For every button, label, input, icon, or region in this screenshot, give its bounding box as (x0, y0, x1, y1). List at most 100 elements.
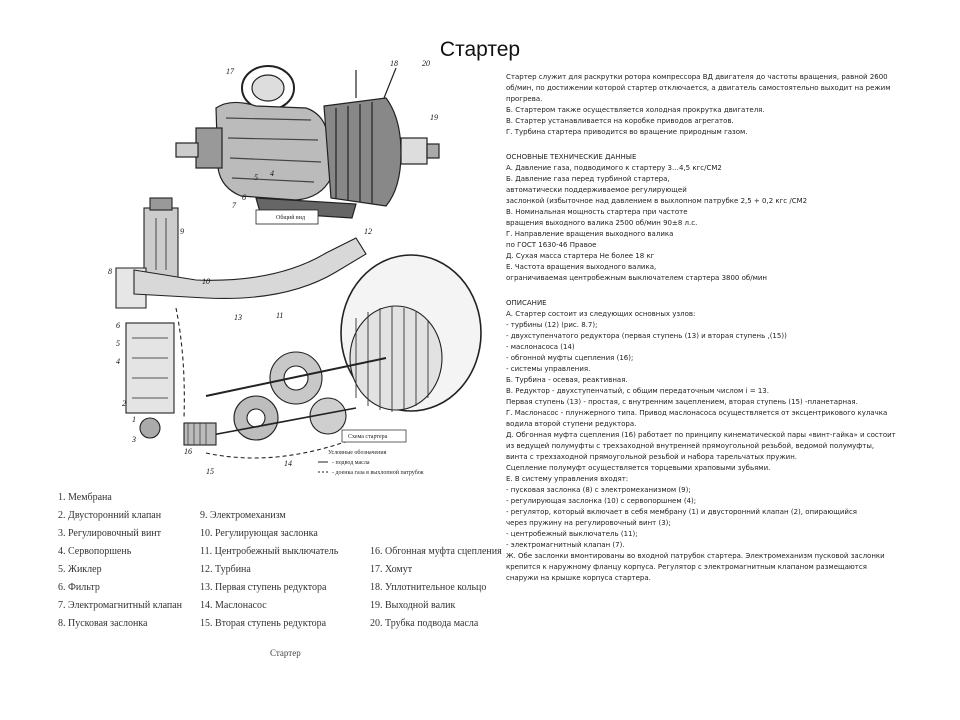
callout-7: 7 (232, 201, 237, 210)
legend-item: 12. Турбина (200, 564, 251, 575)
callout-8: 8 (108, 267, 112, 276)
description-line: крепится к наружному фланцу корпуса. Рег… (506, 563, 867, 571)
callout-11: 11 (276, 311, 283, 320)
starter-schematic-drawing (115, 197, 482, 459)
general-view-caption: Общий вид (276, 214, 305, 221)
description-line: А. Стартер состоит из следующих основных… (506, 310, 696, 318)
description-line: - центробежный выключатель (11); (506, 530, 638, 538)
legend-item: 3. Регулировочный винт (58, 528, 162, 539)
description-line: Е. В систему управления входят: (506, 475, 629, 483)
general-view-caption-box (255, 209, 319, 225)
description-line: - регулирующая заслонка (10) с сервопорш… (506, 497, 697, 505)
intro-line: Стартер служит для раскрутки ротора комп… (506, 73, 888, 81)
callout-19: 19 (430, 113, 438, 122)
description-line: Б. Турбина - осевая, реактивная. (506, 376, 628, 384)
legend-item: 10. Регулирующая заслонка (200, 528, 318, 539)
legend-item: 9. Электромеханизм (200, 510, 286, 521)
spec-line: Е. Частота вращения выходного валика, (506, 263, 657, 271)
description-line: - двухступенчатого редуктора (первая сту… (506, 332, 787, 340)
legend-gas: - доенка газа в выхлопной патрубок (332, 469, 424, 476)
description-column: Стартер служит для раскрутки ротора комп… (506, 72, 910, 584)
description-line: Сцепление полумуфт осуществляется торцев… (506, 464, 771, 472)
intro-line: Б. Стартером также осуществляется холодн… (506, 106, 765, 114)
specs-heading: ОСНОВНЫЕ ТЕХНИЧЕСКИЕ ДАННЫЕ (506, 153, 637, 161)
callout-13: 13 (234, 313, 242, 322)
callout-12: 12 (364, 227, 372, 236)
callout-5b: 5 (116, 339, 120, 348)
legend-item: 20. Трубка подвода масла (370, 618, 479, 629)
description-line: - пусковая заслонка (8) с электромеханиз… (506, 486, 691, 494)
starter-drawing: Общий вид 17 1 8 20 19 7 6 5 4 (56, 58, 502, 658)
specs-block: ОСНОВНЫЕ ТЕХНИЧЕСКИЕ ДАННЫЕ А. Давление … (506, 152, 910, 284)
legend-item: 15. Вторая ступень редуктора (200, 618, 327, 629)
description-line: Первая ступень (13) - простая, с внутрен… (506, 398, 858, 406)
description-heading: ОПИСАНИЕ (506, 299, 547, 307)
legend-item: 14. Маслонасос (200, 600, 267, 611)
description-line: В. Редуктор - двухступенчатый, с общим п… (506, 387, 769, 395)
spec-line: Д. Сухая масса стартера Не более 18 кг (506, 252, 655, 260)
callout-16: 16 (184, 447, 192, 456)
description-line: - обгонной муфты сцепления (16); (506, 354, 634, 362)
callout-17: 17 (226, 67, 235, 76)
starter-drawing-svg: Общий вид 17 1 8 20 19 7 6 5 4 (108, 59, 482, 476)
legend-item: 6. Фильтр (58, 582, 100, 593)
legend-item: 11. Центробежный выключатель (200, 546, 339, 557)
callout-5: 5 (254, 173, 258, 182)
legend-item: 1. Мембрана (58, 492, 112, 503)
callout-6: 6 (242, 193, 246, 202)
general-view-drawing (175, 65, 440, 219)
legend-item: 4. Сервопоршень (58, 546, 132, 557)
description-line: через пружину на регулировочный винт (3)… (506, 519, 671, 527)
spec-line: автоматически поддерживаемое регулирующе… (506, 186, 687, 194)
callout-9: 9 (180, 227, 184, 236)
spec-line: Г. Направление вращения выходного валика (506, 230, 674, 238)
spec-line: заслонкой (избыточное над давлением в вы… (506, 197, 808, 205)
intro-block: Стартер служит для раскрутки ротора комп… (506, 72, 910, 138)
description-line: Г. Маслонасос - плунжерного типа. Привод… (506, 409, 888, 417)
callout-4b: 4 (116, 357, 120, 366)
legend-item: 8. Пусковая заслонка (58, 618, 148, 629)
legend-title: Условные обозначения (328, 449, 387, 456)
callout-2: 2 (122, 399, 126, 408)
description-line: винта с трехзаходной прямоугольной резьб… (506, 453, 798, 461)
callout-1: 1 (132, 415, 136, 424)
spec-line: В. Номинальная мощность стартера при час… (506, 208, 688, 216)
legend-item: 5. Жиклер (58, 564, 102, 575)
intro-line: В. Стартер устанавливается на коробке пр… (506, 117, 734, 125)
legend-item: 7. Электромагнитный клапан (58, 600, 183, 611)
spec-line: А. Давление газа, подводимого к стартеру… (506, 164, 722, 172)
spec-line: Б. Давление газа перед турбиной стартера… (506, 175, 670, 183)
spec-line: по ГОСТ 1630-46 Правое (506, 241, 597, 249)
spacer (506, 284, 910, 294)
legend-item: 13. Первая ступень редуктора (200, 582, 327, 593)
callout-14: 14 (284, 459, 292, 468)
description-line: водила второй ступени редуктора. (506, 420, 637, 428)
callout-20: 20 (422, 59, 430, 68)
spec-line: вращения выходного валика 2500 об/мин 90… (506, 219, 698, 227)
description-line: - регулятор, который включает в себя мем… (506, 508, 857, 516)
description-block: ОПИСАНИЕ А. Стартер состоит из следующих… (506, 298, 910, 584)
legend-item: 19. Выходной валик (370, 600, 456, 611)
parts-legend: 1. Мембрана 2. Двусторонний клапан 3. Ре… (58, 492, 508, 632)
callout-3: 3 (131, 435, 136, 444)
spec-line: ограничиваемая центробежным выключателем… (506, 274, 767, 282)
legend-oil: - подвод масла (332, 460, 370, 466)
intro-line: прогрева. (506, 95, 543, 103)
legend-item: 2. Двусторонний клапан (58, 510, 162, 521)
legend-item: 16. Обгонная муфта сцепления (370, 546, 502, 557)
description-line: Д. Обгонная муфта сцепления (16) работае… (506, 431, 896, 439)
callout-4: 4 (270, 169, 274, 178)
description-line: - маслонасоса (14) (506, 343, 575, 351)
description-line: снаружи на крышке корпуса стартера. (506, 574, 651, 582)
description-line: - турбины (12) (рис. 8.7); (506, 321, 598, 329)
description-line: из ведущей полумуфты с трехзаходной внут… (506, 442, 875, 450)
legend-item: 18. Уплотнительное кольцо (370, 582, 487, 593)
description-line: - электромагнитный клапан (7). (506, 541, 625, 549)
intro-line: Г. Турбина стартера приводится во вращен… (506, 128, 748, 136)
description-line: - системы управления. (506, 365, 591, 373)
callout-10: 10 (202, 277, 210, 286)
callout-15: 15 (206, 467, 214, 476)
description-line: Ж. Обе заслонки вмонтированы во входной … (506, 552, 885, 560)
intro-line: об/мин, по достижении которой стартер от… (506, 84, 891, 92)
